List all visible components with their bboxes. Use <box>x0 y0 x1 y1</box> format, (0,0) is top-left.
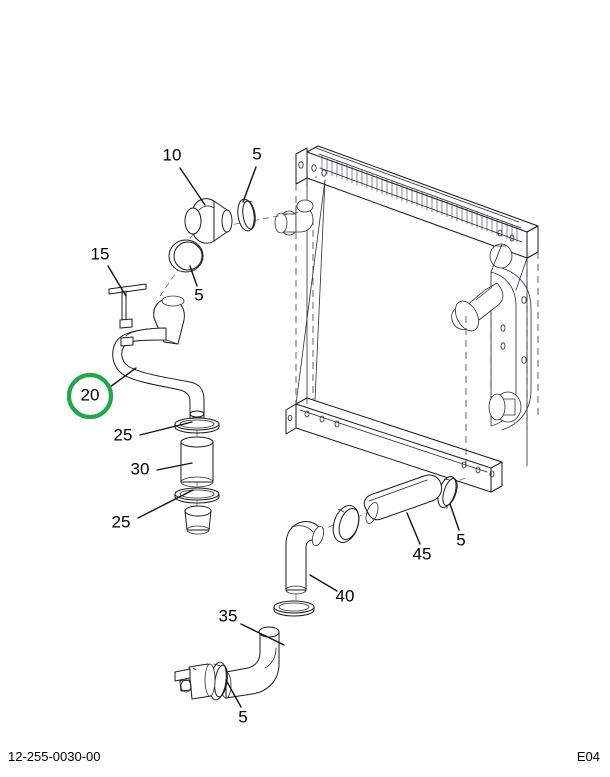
callout-45-leader <box>406 512 421 545</box>
callout-5-top[interactable]: 5 <box>252 144 261 163</box>
part-5-clamp-top <box>237 198 256 232</box>
callout-25-lo[interactable]: 25 <box>112 512 131 531</box>
highlight-circle-20 <box>66 372 114 420</box>
callout-30-leader <box>156 462 193 471</box>
footer-right: E04 <box>577 748 600 766</box>
callout-5-hose[interactable]: 5 <box>456 530 465 549</box>
callout-5-mid[interactable]: 5 <box>194 285 203 304</box>
callout-25-up-leader <box>139 421 193 436</box>
clamp-ring-mid-right <box>332 505 360 543</box>
callout-35[interactable]: 35 <box>219 606 238 625</box>
sheet-code: E04 <box>576 749 600 764</box>
callout-10[interactable]: 10 <box>163 145 182 164</box>
callout-15[interactable]: 15 <box>91 244 110 263</box>
part-45-connector-hose <box>363 474 443 524</box>
callout-20-leader <box>109 367 137 388</box>
drawing-number: 12-255-0030-00 <box>8 749 101 764</box>
flanged-fitting-bottom <box>184 505 212 535</box>
sensor-fitting <box>174 663 216 700</box>
callout-30[interactable]: 30 <box>131 459 150 478</box>
part-15-mounting-bracket <box>108 283 147 329</box>
callout-25-up[interactable]: 25 <box>114 425 133 444</box>
footer-left: 12-255-0030-00 <box>8 748 101 766</box>
axis-line-upper-3 <box>159 257 187 297</box>
callout-5-hose-leader <box>449 503 460 531</box>
callout-15-leader <box>107 265 127 297</box>
charge-air-cooler <box>274 145 539 512</box>
part-40-elbow-tube-mid <box>285 521 325 595</box>
callout-5-bot-leader <box>225 679 242 708</box>
callout-20[interactable]: 20 <box>81 385 100 404</box>
callout-5-mid-leader <box>189 265 198 287</box>
gasket-lower-mid <box>273 600 315 617</box>
callout-5-bot[interactable]: 5 <box>238 707 247 726</box>
part-5-clamp-middle <box>168 239 204 273</box>
callout-5-top-leader <box>242 166 257 203</box>
callout-35-leader <box>240 623 285 646</box>
part-5-clamp-hose-right <box>437 476 458 508</box>
part-10-elbow-hose-upper <box>184 198 233 244</box>
callout-numbers: 10 5 15 5 20 25 30 25 40 45 5 35 5 <box>81 144 466 726</box>
part-25-gasket-upper <box>174 417 220 434</box>
callout-45[interactable]: 45 <box>413 544 432 563</box>
axis-line-upper-2 <box>177 217 206 256</box>
callout-leaders <box>107 166 460 708</box>
callout-40-leader <box>309 574 338 592</box>
callout-25-lo-leader <box>137 489 194 519</box>
part-30-spacer-sleeve <box>180 436 214 488</box>
callout-40[interactable]: 40 <box>336 586 355 605</box>
callout-10-leader <box>179 167 206 206</box>
